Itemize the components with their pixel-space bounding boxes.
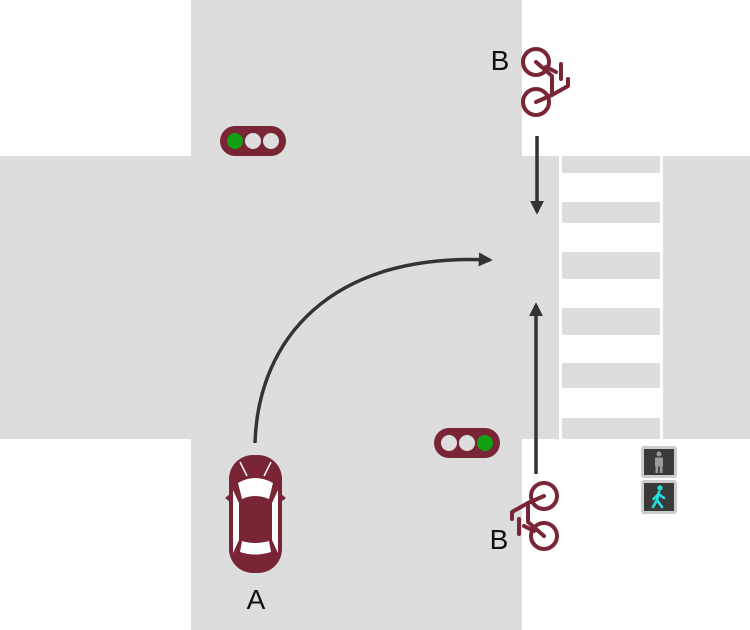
car-label: A bbox=[247, 584, 266, 615]
car-icon bbox=[225, 455, 286, 573]
bicycle-label-top: B bbox=[491, 45, 510, 76]
crosswalk bbox=[559, 156, 663, 439]
pedestrian-signal-icon bbox=[641, 446, 677, 514]
bicycle-label-bottom: B bbox=[490, 524, 509, 555]
bicycle-icon bbox=[521, 47, 570, 117]
traffic-light-icon bbox=[434, 428, 500, 458]
arrow-icon bbox=[253, 252, 493, 444]
bicycle-icon bbox=[510, 481, 559, 551]
traffic-light-icon bbox=[220, 126, 286, 156]
movement-arrows bbox=[253, 136, 544, 474]
